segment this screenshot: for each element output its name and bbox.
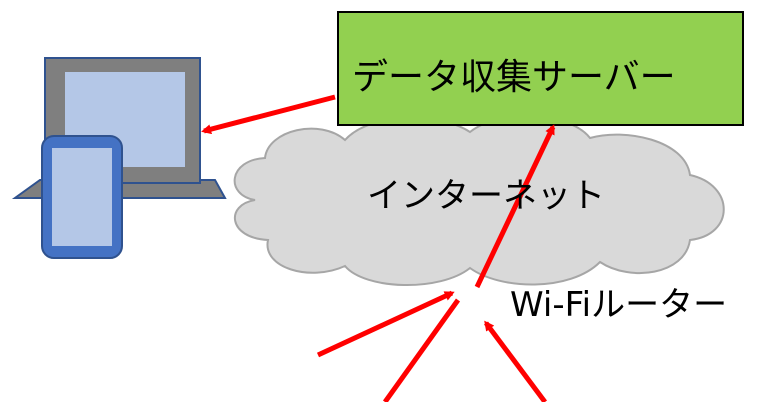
router-label: Wi-Fiルーター — [510, 285, 728, 325]
server-box — [337, 11, 744, 126]
arrow-device-right — [483, 320, 548, 404]
arrow-device-bottom — [382, 298, 461, 404]
internet-label: インターネット — [367, 176, 605, 216]
server-label: データ収集サーバー — [352, 57, 676, 98]
arrow-router-to-server — [474, 124, 556, 289]
arrow-device-left — [316, 290, 455, 358]
smartphone-icon — [41, 135, 123, 259]
arrow-server-to-laptop — [201, 94, 336, 135]
internet-cloud — [233, 115, 725, 287]
